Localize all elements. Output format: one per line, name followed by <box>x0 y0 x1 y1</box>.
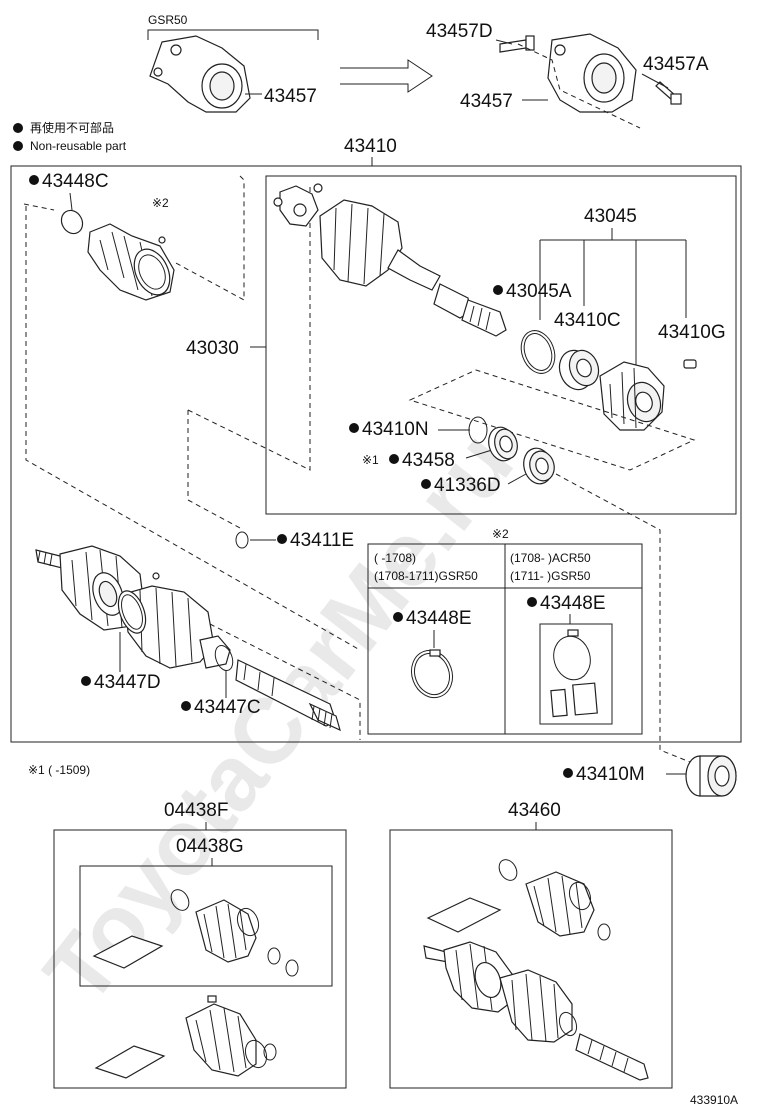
clamp-kit-frame <box>539 623 613 725</box>
part-43457A[interactable]: 43457A <box>643 54 709 75</box>
inner-assembly-frame <box>265 175 737 515</box>
table-right-row2: (1711- )GSR50 <box>510 569 591 583</box>
part-43457-right[interactable]: 43457 <box>460 91 513 112</box>
snap-ring-43410N-drawing <box>468 416 488 444</box>
snap-ring-43411E-drawing <box>235 531 249 549</box>
pin-43410G-drawing <box>683 359 697 369</box>
gsr-label: GSR50 <box>148 13 188 27</box>
drive-shaft-assembly-drawing <box>35 545 341 732</box>
part-43457-left[interactable]: 43457 <box>264 86 317 107</box>
seal-41336D-drawing <box>523 447 555 485</box>
tripod-joint-drawing <box>273 183 323 227</box>
non-reusable-dot-icon <box>13 141 23 151</box>
clamp-43448E-left-drawing <box>410 649 454 699</box>
inner-joint-housing-drawing <box>319 199 507 337</box>
legend-en: Non-reusable part <box>30 139 127 153</box>
table-right-row1: (1708- )ACR50 <box>510 551 591 565</box>
note1-text: ※1 ( -1509) <box>28 763 90 777</box>
part-43447C[interactable]: 43447C <box>194 697 261 718</box>
part-41336D[interactable]: 41336D <box>434 475 501 496</box>
part-43045[interactable]: 43045 <box>584 206 637 227</box>
snap-ring-43045A-drawing <box>520 330 556 374</box>
main-assembly-frame <box>10 165 742 743</box>
part-43045A[interactable]: 43045A <box>506 281 572 302</box>
cv-joint-43045-drawing <box>599 361 665 431</box>
part-43448E-right[interactable]: 43448E <box>540 593 606 614</box>
note2-marker-top: ※2 <box>152 196 169 210</box>
boot-outer-drawing <box>87 223 175 301</box>
clamp-43448C-drawing <box>60 209 84 235</box>
part-43410[interactable]: 43410 <box>344 136 397 157</box>
part-04438F[interactable]: 04438F <box>164 800 228 821</box>
part-43410C[interactable]: 43410C <box>554 310 621 331</box>
note2-marker-table: ※2 <box>492 527 509 541</box>
bearing-bracket-right-drawing <box>547 33 637 113</box>
boot-kit-frame-04438F <box>53 829 347 1089</box>
boot-kit-outer-drawing <box>94 995 277 1079</box>
clamp-43448E-right-drawing <box>550 629 598 718</box>
right-arrow-icon <box>340 59 433 93</box>
part-43448C[interactable]: 43448C <box>42 171 109 192</box>
boot-kit-inner-drawing <box>92 889 299 977</box>
part-43030[interactable]: 43030 <box>186 338 239 359</box>
part-43411E[interactable]: 43411E <box>290 530 354 551</box>
bearing-43410M-drawing <box>685 755 737 797</box>
boot-kit-frame-04438G <box>79 865 333 987</box>
part-43447D[interactable]: 43447D <box>94 672 161 693</box>
part-43457D[interactable]: 43457D <box>426 21 493 42</box>
shaft-kit-drawing <box>423 859 649 1081</box>
figure-id: 433910A <box>690 1093 738 1107</box>
bearing-43410C-drawing <box>558 349 600 391</box>
part-43460[interactable]: 43460 <box>508 800 561 821</box>
part-43458[interactable]: 43458 <box>402 450 455 471</box>
table-left-row1: ( -1708) <box>374 551 416 565</box>
part-43410G[interactable]: 43410G <box>658 322 726 343</box>
part-43448E-left[interactable]: 43448E <box>406 608 472 629</box>
bearing-bracket-left-drawing <box>149 35 251 113</box>
part-43410N[interactable]: 43410N <box>362 419 429 440</box>
bolt-43457A-drawing <box>655 81 682 105</box>
gsr-bracket-line <box>147 29 319 40</box>
legend-jp: 再使用不可部品 <box>30 120 114 135</box>
note1-marker: ※1 <box>362 453 379 467</box>
shaft-kit-frame-43460 <box>389 829 673 1089</box>
seal-43458-drawing <box>488 426 518 462</box>
part-04438G[interactable]: 04438G <box>176 836 244 857</box>
table-left-row2: (1708-1711)GSR50 <box>374 569 478 583</box>
part-43410M[interactable]: 43410M <box>576 764 645 785</box>
non-reusable-dot-icon <box>13 123 23 133</box>
